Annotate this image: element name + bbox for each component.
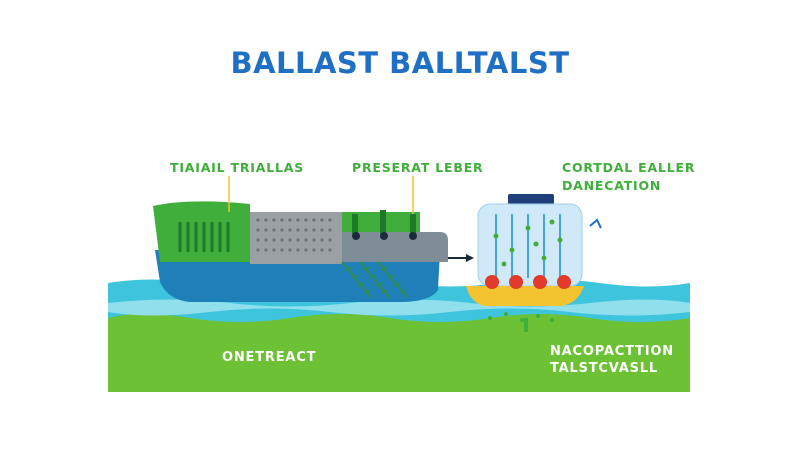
pipe-2 xyxy=(380,210,386,234)
label-top-right-line1: CORTDAL EALLER xyxy=(562,160,696,175)
boat-floats xyxy=(485,275,571,289)
unit-filters xyxy=(495,214,561,278)
valve-2 xyxy=(380,232,388,240)
pipe-3 xyxy=(410,214,416,234)
label-bottom-left: ONETREACT xyxy=(222,350,317,365)
ballast-tank-block xyxy=(250,212,342,264)
valve-1 xyxy=(352,232,360,240)
label-bottom-right-line2: TALSTCVASLL xyxy=(550,361,658,376)
tank-dots xyxy=(256,218,332,252)
unit-tank xyxy=(477,203,583,287)
discharge-stem xyxy=(524,318,528,332)
water-highlight xyxy=(108,299,690,316)
label-top-right-line2: DANECATION xyxy=(562,178,662,193)
flow-arrow-head xyxy=(466,254,474,262)
ship xyxy=(153,201,474,302)
unit-cap xyxy=(508,194,554,206)
ship-hull-lower xyxy=(155,250,440,302)
label-top-left: TIAIAIL TRIALLAS xyxy=(170,160,305,175)
treatment-boat xyxy=(466,286,584,306)
bow-vents xyxy=(178,222,230,252)
unit-organisms xyxy=(493,219,563,267)
ballast-discharge xyxy=(341,261,409,299)
discharge-droplets xyxy=(488,312,554,322)
ship-bow xyxy=(153,201,250,262)
stern-housing xyxy=(342,232,448,262)
valve-3 xyxy=(409,232,417,240)
label-bottom-right-line1: NACOPACTTION xyxy=(550,344,674,359)
pointer-icon xyxy=(589,218,602,229)
pipe-1 xyxy=(352,214,358,234)
label-top-middle: PRESERAT LEBER xyxy=(352,160,484,175)
diagram-title: BALLAST BALLTALST xyxy=(230,46,570,80)
treatment-unit xyxy=(466,194,584,332)
